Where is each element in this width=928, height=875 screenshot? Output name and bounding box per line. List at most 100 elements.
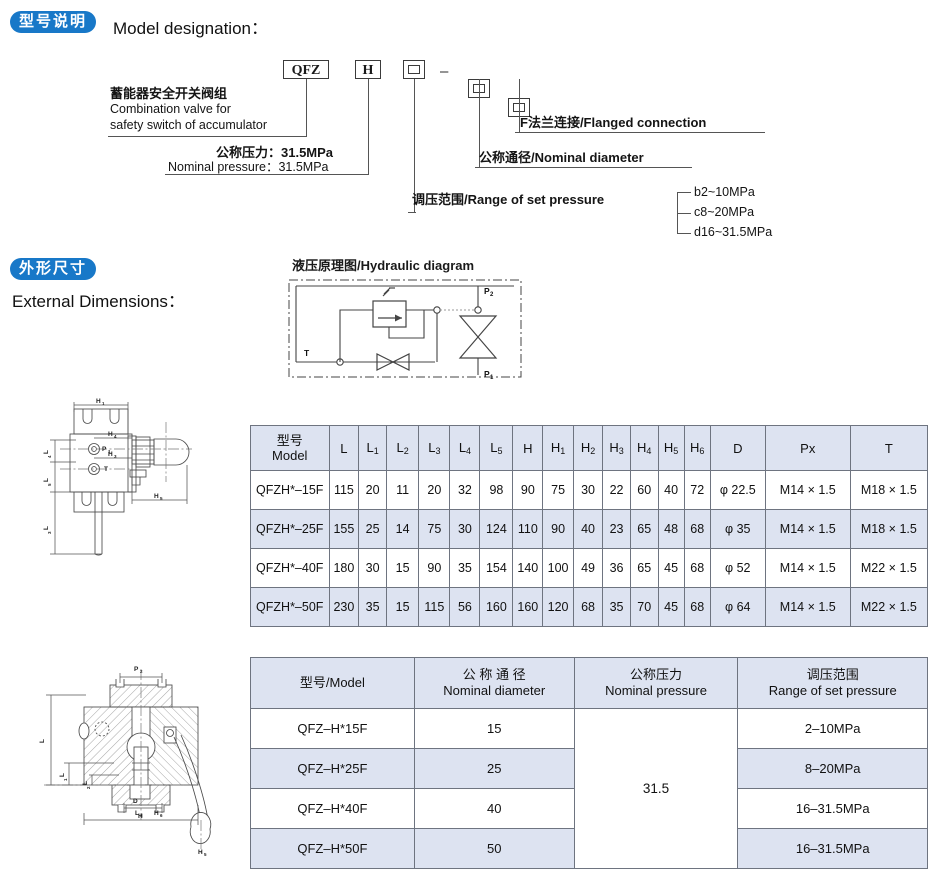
col-t-label: T: [884, 440, 893, 456]
svg-text:1: 1: [490, 375, 494, 381]
svg-text:P: P: [134, 666, 139, 673]
leader-line-diameter-vertical: [479, 79, 481, 168]
code-box-range: [403, 60, 425, 79]
col-d-label: D: [733, 440, 743, 456]
range-bracket-tick-2: [677, 213, 691, 215]
cell-px: M14 × 1.5: [764, 587, 851, 627]
svg-text:L: L: [135, 810, 139, 817]
cell-l1: 25: [358, 509, 387, 549]
svg-text:L: L: [43, 478, 50, 482]
model-designation-badge-label: 型号说明: [10, 11, 97, 33]
col-h3-label: H: [609, 439, 619, 455]
spec-cell-diameter: 40: [413, 788, 575, 829]
svg-text:H: H: [154, 810, 159, 817]
cell-l5: 154: [479, 548, 514, 588]
svg-text:H: H: [154, 493, 159, 500]
model-designation-badge: 型号说明: [10, 11, 97, 33]
col-l4-sub: 4: [466, 445, 472, 456]
col-model: 型号 Model: [250, 425, 330, 471]
svg-text:1: 1: [108, 449, 111, 454]
svg-text:2: 2: [86, 786, 91, 789]
cell-h1: 100: [542, 548, 574, 588]
external-dimensions-title: External Dimensions：: [12, 292, 185, 311]
spec-col-diameter: 公 称 通 径 Nominal diameter: [413, 657, 575, 709]
cell-h: 90: [512, 470, 544, 510]
col-l4: L4: [449, 425, 481, 471]
cell-h: 110: [512, 509, 544, 549]
table-row: QFZH*–25F 155 25 14 75 30 124 110 90 40 …: [250, 509, 928, 549]
col-l2-label: L: [396, 439, 404, 455]
leader-line-product-vertical: [306, 79, 308, 137]
spec-cell-model: QFZ–H*40F: [250, 788, 415, 829]
col-h2: H2: [572, 425, 604, 471]
code-box-qfz: QFZ: [283, 60, 329, 79]
col-model-zh: 型号: [276, 433, 303, 448]
col-l: L: [328, 425, 360, 471]
svg-text:2: 2: [490, 292, 494, 298]
col-h1-label: H: [550, 439, 561, 455]
cell-t: M22 × 1.5: [849, 548, 928, 588]
svg-text:P: P: [484, 369, 490, 379]
cell-model: QFZH*–50F: [250, 587, 330, 627]
callout-diameter-label: 公称通径/Nominal diameter: [479, 150, 644, 165]
spec-table: 型号/Model 公 称 通 径 Nominal diameter 公称压力 N…: [250, 657, 928, 869]
cell-h3: 35: [602, 587, 631, 627]
cell-h1: 90: [542, 509, 574, 549]
cell-l2: 15: [385, 587, 420, 627]
col-l3-label: L: [428, 439, 436, 455]
col-h1-sub: 1: [560, 445, 566, 456]
col-h5: H5: [657, 425, 685, 471]
cell-h4: 65: [629, 509, 659, 549]
cell-h2: 49: [572, 548, 604, 588]
cell-h6: 68: [683, 587, 711, 627]
svg-text:5: 5: [47, 483, 52, 486]
cell-px: M14 × 1.5: [764, 548, 851, 588]
callout-product-en-line2: safety switch of accumulator: [110, 118, 268, 132]
leader-line-pressure-vertical: [368, 79, 370, 175]
table-row: QFZH*–40F 180 30 15 90 35 154 140 100 49…: [250, 548, 928, 588]
cell-l: 230: [328, 587, 360, 627]
col-l4-label: L: [458, 439, 467, 455]
col-h2-label: H: [580, 439, 591, 455]
cell-h3: 36: [602, 548, 631, 588]
cell-l4: 30: [449, 509, 481, 549]
spec-col-range-zh: 调压范围: [806, 667, 859, 682]
dimension-table-body: QFZH*–15F 115 20 11 20 32 98 90 75 30 22…: [250, 470, 928, 627]
cell-d: φ 52: [709, 548, 766, 588]
svg-text:P: P: [484, 286, 490, 296]
cell-l4: 32: [449, 470, 481, 510]
svg-text:5: 5: [160, 496, 163, 501]
leader-line-diameter-horizontal: [475, 167, 692, 169]
code-box-h: H: [355, 60, 381, 79]
dimension-table-header-row: 型号 Model L L1 L2 L3 L4 L5 H H1 H2 H3 H4 …: [250, 425, 928, 471]
cell-t: M22 × 1.5: [849, 587, 928, 627]
cell-h5: 45: [657, 548, 685, 588]
cell-l5: 160: [479, 587, 514, 627]
external-dimensions-badge: 外形尺寸: [10, 258, 97, 280]
spec-cell-diameter: 25: [413, 748, 575, 789]
cell-h3: 23: [602, 509, 631, 549]
table-row: QFZH*–50F 230 35 15 115 56 160 160 120 6…: [250, 587, 928, 627]
svg-text:H: H: [96, 398, 101, 405]
svg-text:1: 1: [102, 401, 105, 406]
col-l2: L2: [385, 425, 420, 471]
spec-col-model: 型号/Model: [250, 657, 415, 709]
dimension-table-wrapper: 型号 Model L L1 L2 L3 L4 L5 H H1 H2 H3 H4 …: [250, 425, 928, 627]
col-d: D: [709, 425, 766, 471]
cell-h3: 22: [602, 470, 631, 510]
cell-l3: 115: [418, 587, 451, 627]
col-l5: L5: [479, 425, 514, 471]
cell-d: φ 22.5: [709, 470, 766, 510]
cell-l1: 35: [358, 587, 387, 627]
col-model-en: Model: [272, 448, 308, 463]
callout-pressure-en: Nominal pressure：31.5MPa: [168, 160, 329, 174]
spec-cell-diameter: 15: [413, 708, 575, 749]
table-row: QFZ–H*50F 50 16–31.5MPa: [250, 828, 928, 869]
cell-px: M14 × 1.5: [764, 509, 851, 549]
cell-d: φ 64: [709, 587, 766, 627]
leader-line-range-vertical: [414, 79, 416, 213]
cell-l4: 35: [449, 548, 481, 588]
col-h5-sub: 5: [673, 445, 679, 456]
callout-pressure-zh: 公称压力：31.5MPa: [216, 145, 334, 160]
